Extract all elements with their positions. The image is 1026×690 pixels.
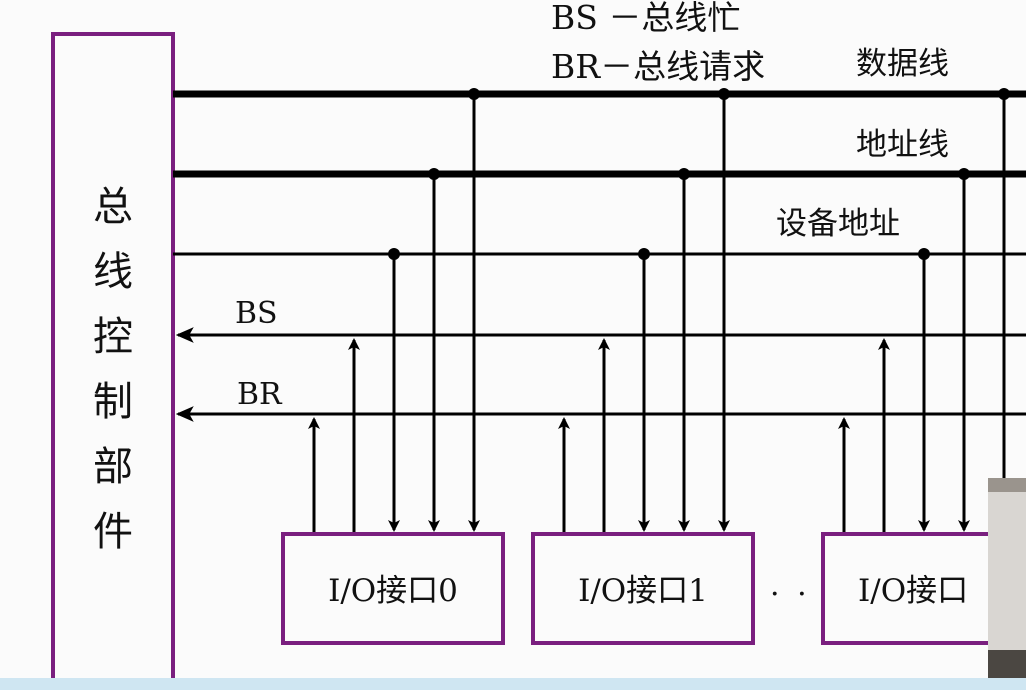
address-bus-label: 地址线	[856, 127, 949, 163]
controller-char-2: 线	[93, 249, 133, 295]
controller-char-6: 件	[93, 509, 133, 555]
bus-control-unit-box	[51, 32, 175, 690]
legend-bs: BS －总线忙	[551, 0, 740, 37]
controller-char-5: 部	[93, 444, 133, 490]
device-address-label: 设备地址	[776, 206, 900, 242]
bottom-blur-strip	[0, 678, 1026, 690]
br-line-label: BR	[237, 377, 283, 412]
legend-br: BR－总线请求	[551, 47, 765, 86]
controller-char-1: 总	[93, 184, 133, 230]
io-interface-0-box	[281, 532, 505, 645]
io-interface-1-box	[531, 532, 755, 645]
io-interface-1-label: I/O接口1	[578, 573, 708, 609]
io-interface-n-label: I/O接口	[858, 573, 968, 609]
bs-line-label: BS	[235, 296, 278, 331]
data-bus-label: 数据线	[856, 46, 949, 82]
video-overlay-top	[988, 478, 1026, 492]
io-interface-0-label: I/O接口0	[328, 573, 458, 609]
controller-char-3: 控	[93, 314, 133, 360]
controller-char-4: 制	[93, 379, 133, 425]
